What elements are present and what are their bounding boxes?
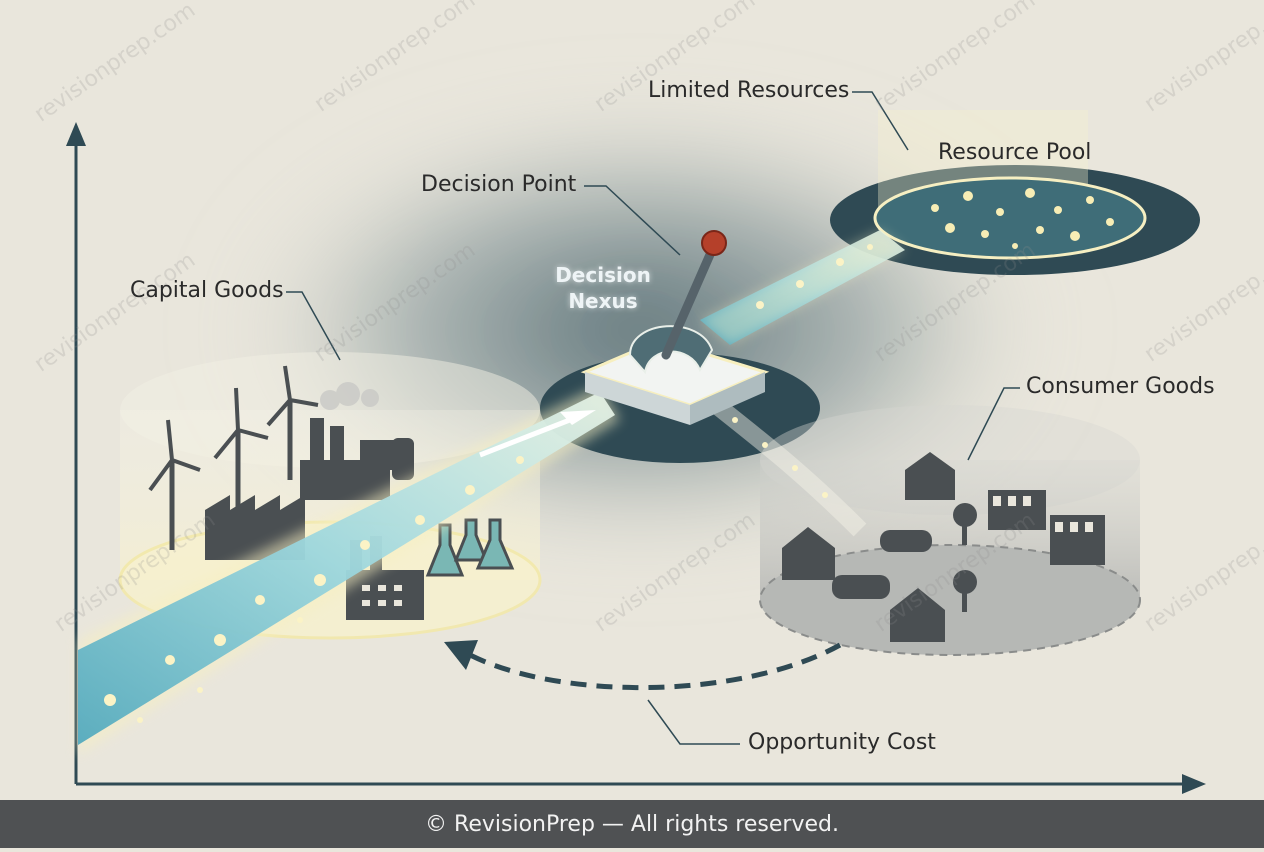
flask-icons — [425, 518, 515, 577]
label-consumer-goods: Consumer Goods — [1026, 374, 1215, 399]
decision-nexus-switch — [580, 245, 770, 425]
label-resource-pool: Resource Pool — [938, 140, 1092, 165]
x-axis-arrow-icon — [1182, 774, 1206, 794]
smoke-icon — [320, 382, 379, 410]
label-decision-nexus-line2: Nexus — [568, 289, 638, 313]
flow-main-particles — [104, 456, 524, 723]
wind-turbine-icons — [148, 365, 319, 550]
opportunity-cost-arrow — [468, 642, 842, 691]
factory-windows — [362, 585, 402, 606]
copyright-footer: © RevisionPrep — All rights reserved. — [0, 800, 1264, 848]
label-decision-point: Decision Point — [421, 172, 577, 197]
leader-lines — [286, 91, 1020, 745]
resource-pool-particles — [931, 188, 1114, 249]
y-axis-arrow-icon — [66, 122, 86, 146]
lever-knob — [701, 230, 727, 256]
flow-direction-arrow-shaft — [479, 413, 581, 458]
flow-consumer-particles — [732, 417, 828, 498]
flow-pool-to-nexus-glow — [700, 230, 905, 345]
flow-main-beam — [78, 392, 615, 745]
flow-to-consumer — [704, 392, 867, 537]
consumer-cylinder-floor — [759, 544, 1141, 656]
flow-upper-particles — [756, 244, 873, 309]
opportunity-cost-arrowhead-icon — [444, 640, 478, 670]
label-limited-resources: Limited Resources — [648, 78, 850, 103]
label-opportunity-cost: Opportunity Cost — [748, 730, 936, 755]
label-capital-goods: Capital Goods — [130, 278, 284, 303]
label-decision-nexus: Decision Nexus — [548, 262, 658, 314]
resource-pool-surface — [873, 176, 1147, 260]
label-decision-nexus-line1: Decision — [555, 263, 651, 287]
shop-awning-icon — [993, 496, 1093, 532]
